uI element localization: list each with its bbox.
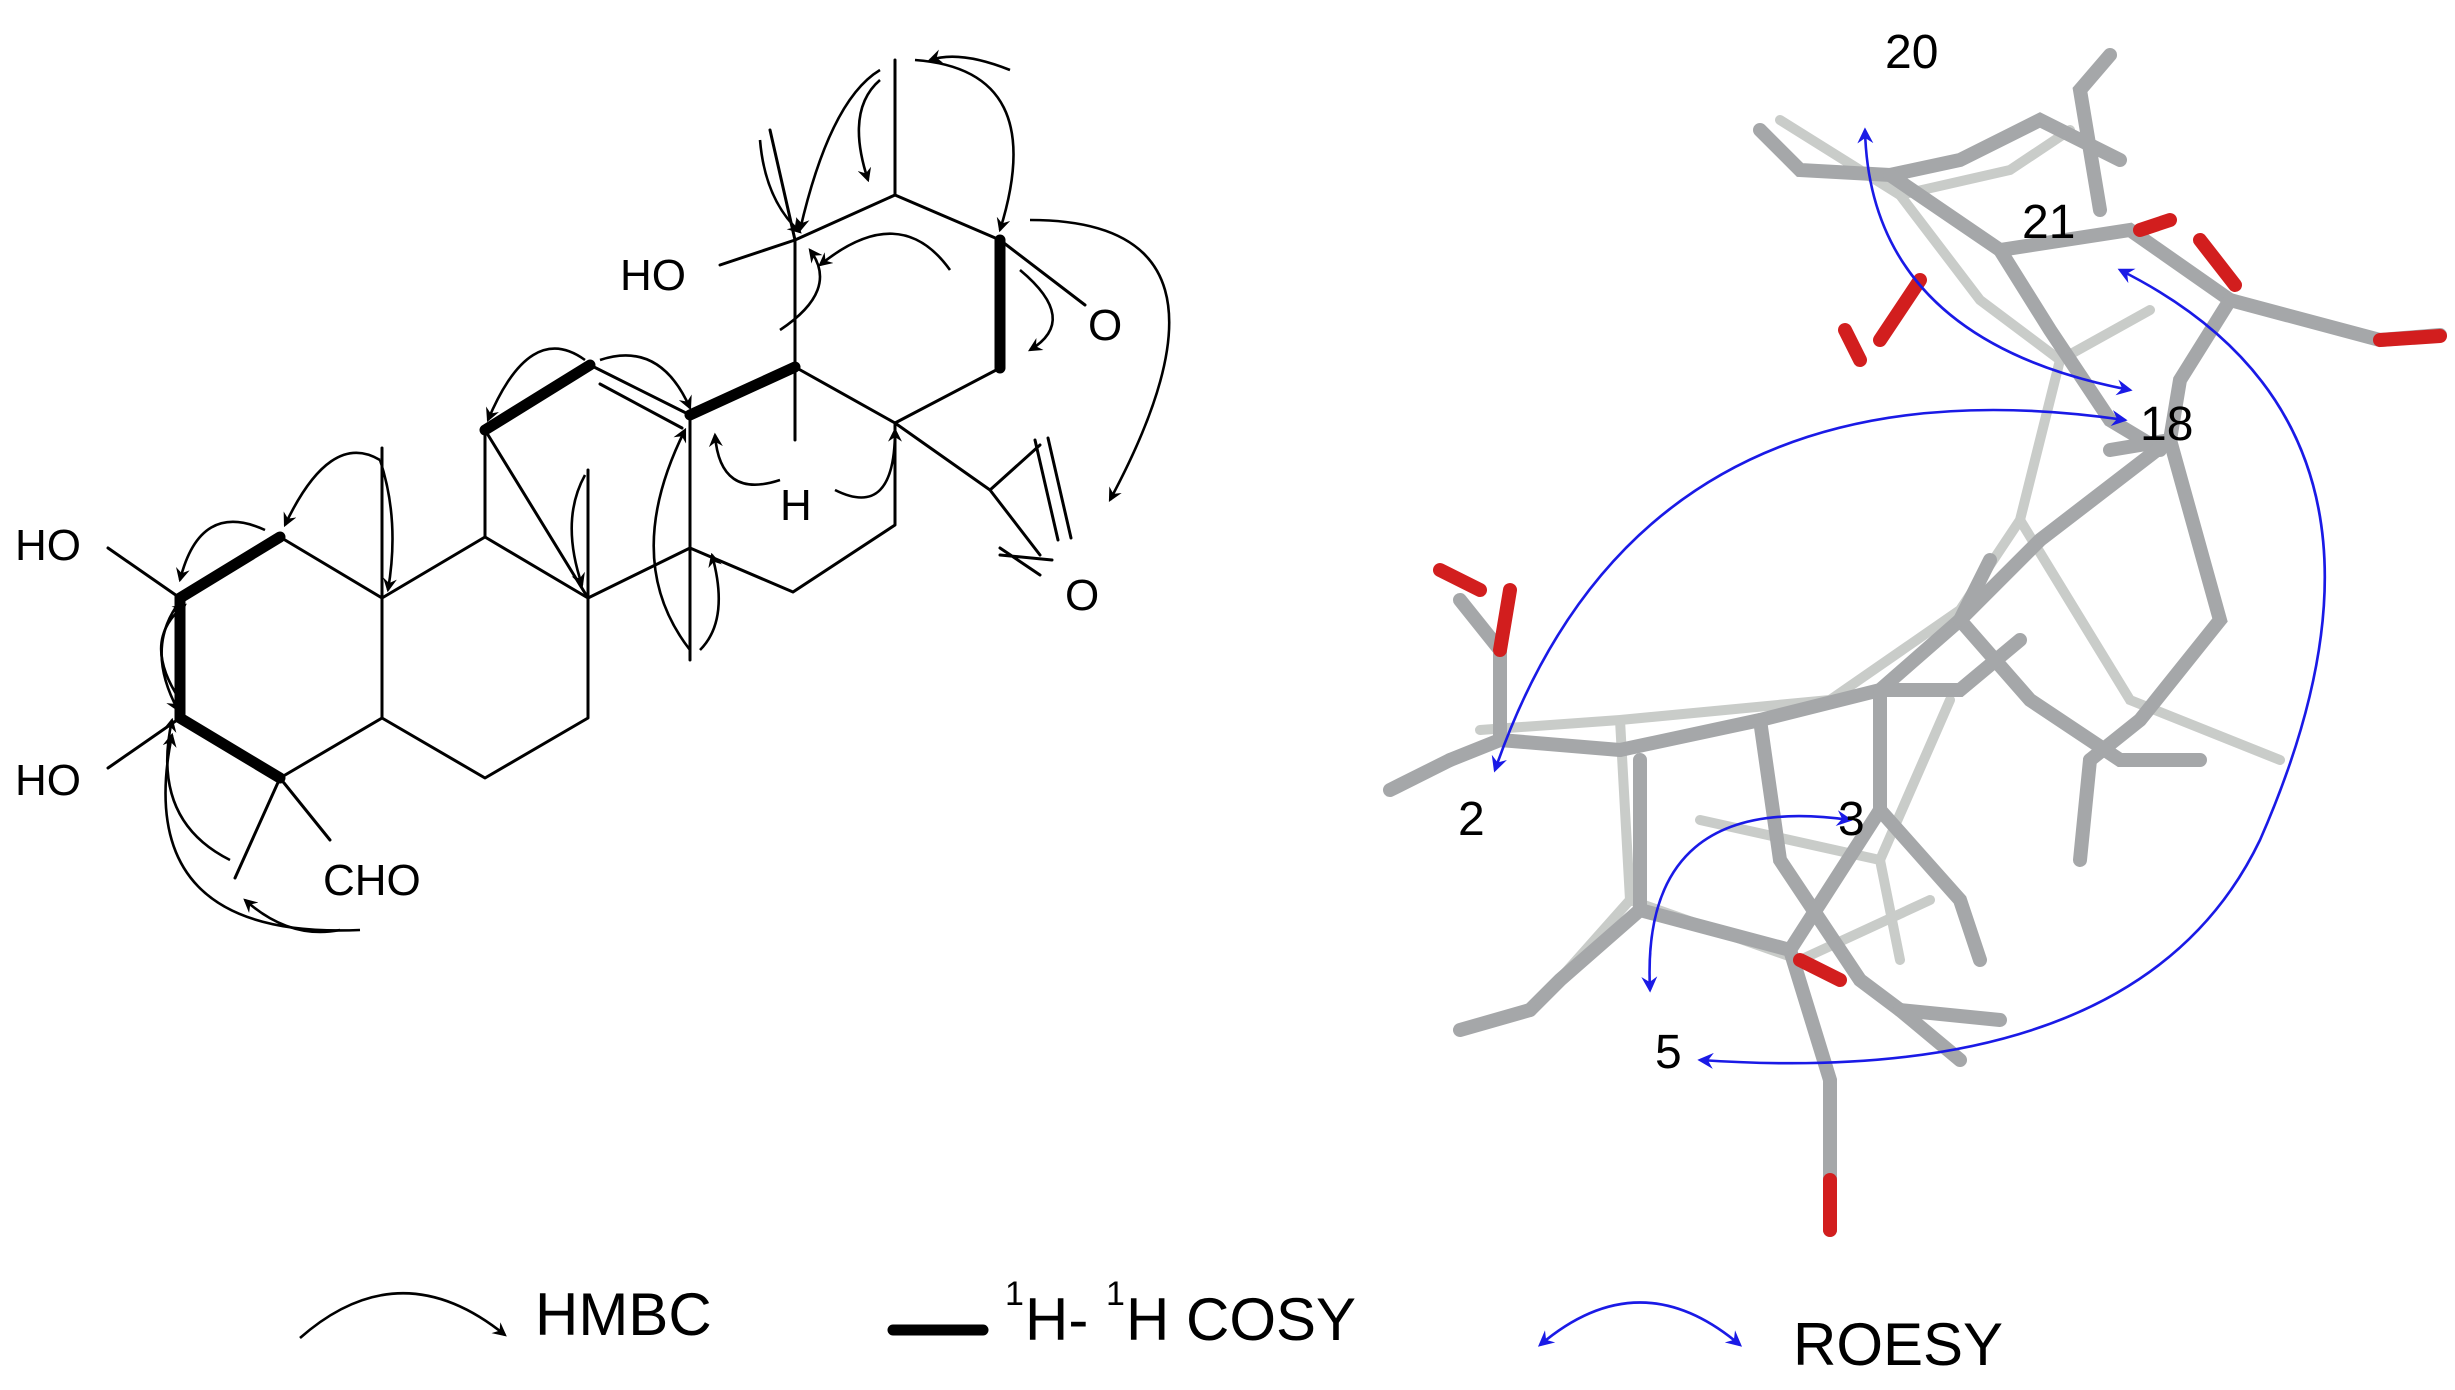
roesy-arrows — [1491, 127, 2327, 1069]
atom-number-20: 20 — [1885, 26, 1938, 79]
legend-cosy: 1 H- 1 H COSY — [887, 1275, 1356, 1353]
atom-numbers: 20 21 18 2 3 5 — [1458, 26, 2193, 1079]
skeleton-bonds — [106, 58, 1087, 880]
legend-cosy-h2: H COSY — [1126, 1286, 1356, 1353]
structure-2d: HO HO HO H O O CHO — [15, 49, 1171, 934]
legend-cosy-sup2: 1 — [1106, 1275, 1125, 1313]
label-ho-c3: HO — [15, 756, 81, 805]
structure-labels: HO HO HO H O O CHO — [15, 251, 1122, 905]
hmbc-arrows — [159, 49, 1171, 934]
legend-hmbc-arrow-icon — [299, 1291, 507, 1339]
legend: HMBC 1 H- 1 H COSY ROESY — [299, 1275, 2003, 1378]
atom-number-5: 5 — [1655, 1026, 1682, 1079]
label-cho: CHO — [323, 856, 421, 905]
atom-number-18: 18 — [2140, 398, 2193, 451]
legend-cosy-sup1: 1 — [1005, 1275, 1024, 1313]
legend-hmbc: HMBC — [299, 1281, 712, 1348]
label-h-c18: H — [780, 481, 812, 530]
legend-roesy-label: ROESY — [1793, 1311, 2003, 1378]
label-o-ring: O — [1088, 301, 1122, 350]
legend-roesy: ROESY — [1537, 1301, 2003, 1378]
atom-number-21: 21 — [2022, 196, 2075, 249]
label-ho-c19: HO — [620, 251, 686, 300]
structure-3d: 20 21 18 2 3 5 — [1383, 26, 2447, 1237]
label-o-carbonyl: O — [1065, 571, 1099, 620]
atom-number-2: 2 — [1458, 793, 1485, 846]
label-ho-c2: HO — [15, 521, 81, 570]
legend-roesy-arrow-icon — [1537, 1301, 1743, 1347]
legend-cosy-h1: H- — [1025, 1286, 1088, 1353]
cosy-bonds — [174, 234, 1006, 784]
legend-hmbc-label: HMBC — [535, 1281, 712, 1348]
atom-number-3: 3 — [1838, 793, 1865, 846]
